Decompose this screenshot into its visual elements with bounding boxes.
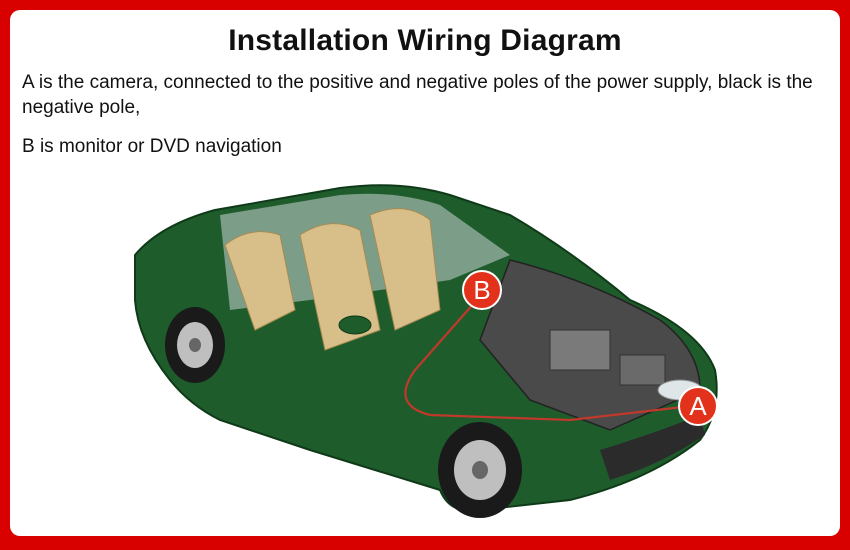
monitor-description: B is monitor or DVD navigation (22, 136, 282, 157)
wiring-path (404, 301, 701, 422)
monitor-marker-label: B (473, 275, 490, 305)
rear-wheel (165, 307, 225, 383)
page-title: Installation Wiring Diagram (228, 24, 622, 57)
monitor-marker: B (462, 270, 502, 310)
diagram-card: Installation Wiring Diagram A is the cam… (10, 10, 840, 536)
camera-marker-label: A (689, 391, 707, 421)
camera-marker: A (678, 386, 718, 426)
car-body (134, 184, 718, 518)
car-illustration: B A (134, 184, 718, 518)
camera-description: A is the camera, connected to the positi… (22, 72, 813, 118)
front-wheel (438, 422, 522, 518)
